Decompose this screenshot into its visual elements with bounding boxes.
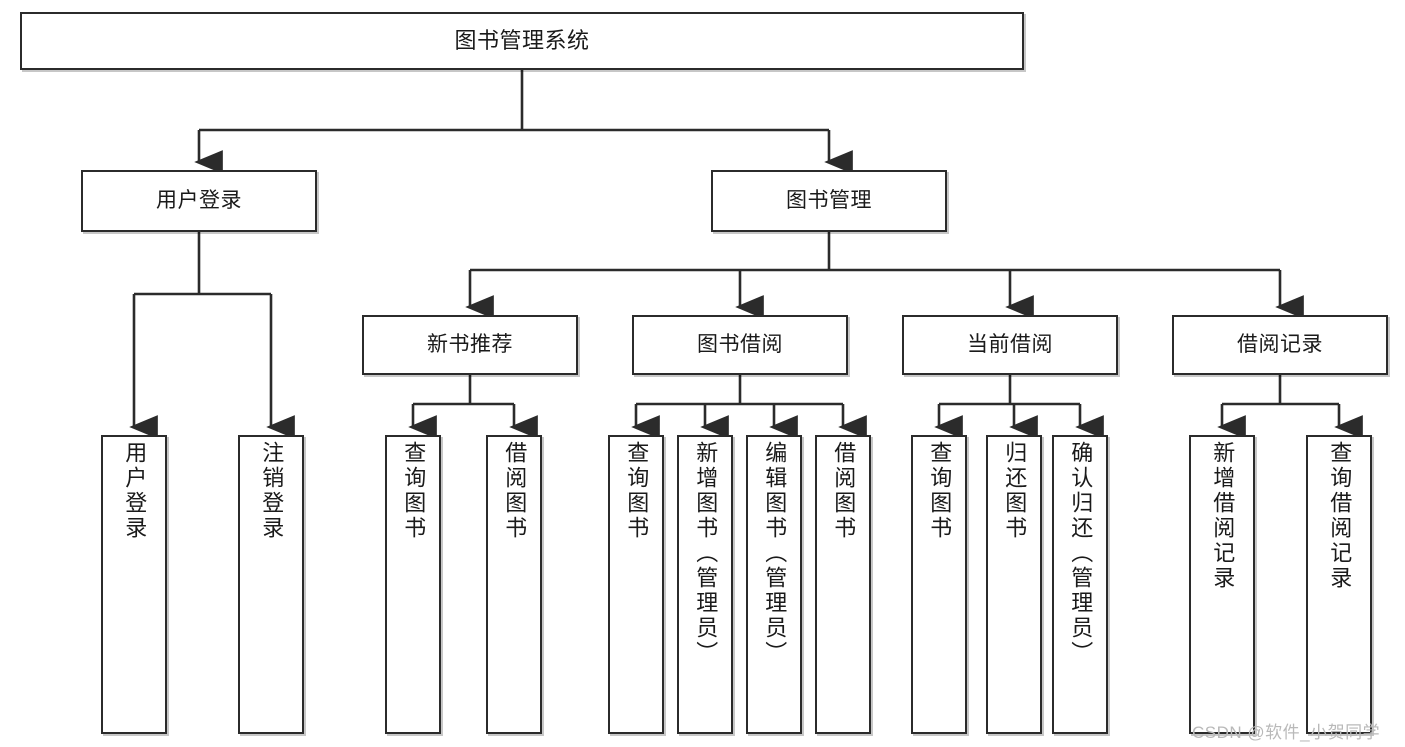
node-root-label: 图书管理系统 [454, 27, 590, 53]
node-book-manage-label: 图书管理 [786, 189, 872, 213]
node-user-login[interactable]: 用户登录 [81, 170, 317, 232]
node-root[interactable]: 图书管理系统 [20, 12, 1024, 70]
leaf-query-book-2-label: 查询图书 [624, 441, 650, 541]
node-book-borrow-label: 图书借阅 [697, 333, 783, 357]
leaf-borrow-book-1-label: 借阅图书 [502, 441, 528, 541]
node-borrow-record[interactable]: 借阅记录 [1172, 315, 1388, 375]
node-new-book-rec[interactable]: 新书推荐 [362, 315, 578, 375]
node-new-book-rec-label: 新书推荐 [427, 333, 513, 357]
leaf-query-record[interactable]: 查询借阅记录 [1306, 435, 1372, 734]
leaf-borrow-book-2[interactable]: 借阅图书 [815, 435, 871, 734]
leaf-query-book-1[interactable]: 查询图书 [385, 435, 441, 734]
leaf-edit-book-label: 编辑图书（管理员） [762, 441, 788, 666]
node-book-manage[interactable]: 图书管理 [711, 170, 947, 232]
leaf-borrow-book-2-label: 借阅图书 [831, 441, 857, 541]
leaf-user-logout-label: 注销登录 [259, 441, 285, 541]
node-current-borrow-label: 当前借阅 [967, 333, 1053, 357]
leaf-query-book-3-label: 查询图书 [927, 441, 953, 541]
leaf-return-book[interactable]: 归还图书 [986, 435, 1042, 734]
leaf-user-logout[interactable]: 注销登录 [238, 435, 304, 734]
leaf-borrow-book-1[interactable]: 借阅图书 [486, 435, 542, 734]
leaf-confirm-return-label: 确认归还（管理员） [1068, 441, 1094, 666]
leaf-add-book[interactable]: 新增图书（管理员） [677, 435, 733, 734]
node-current-borrow[interactable]: 当前借阅 [902, 315, 1118, 375]
leaf-return-book-label: 归还图书 [1002, 441, 1028, 541]
leaf-query-book-1-label: 查询图书 [401, 441, 427, 541]
node-book-borrow[interactable]: 图书借阅 [632, 315, 848, 375]
leaf-add-record-label: 新增借阅记录 [1210, 441, 1236, 591]
leaf-query-book-3[interactable]: 查询图书 [911, 435, 967, 734]
leaf-query-record-label: 查询借阅记录 [1327, 441, 1353, 591]
leaf-edit-book[interactable]: 编辑图书（管理员） [746, 435, 802, 734]
leaf-user-login-label: 用户登录 [122, 441, 148, 541]
leaf-add-book-label: 新增图书（管理员） [693, 441, 719, 666]
leaf-user-login[interactable]: 用户登录 [101, 435, 167, 734]
leaf-confirm-return[interactable]: 确认归还（管理员） [1052, 435, 1108, 734]
leaf-add-record[interactable]: 新增借阅记录 [1189, 435, 1255, 734]
node-user-login-label: 用户登录 [156, 189, 242, 213]
leaf-query-book-2[interactable]: 查询图书 [608, 435, 664, 734]
node-borrow-record-label: 借阅记录 [1237, 333, 1323, 357]
csdn-watermark: CSDN @软件_小贺同学 [1192, 723, 1381, 742]
